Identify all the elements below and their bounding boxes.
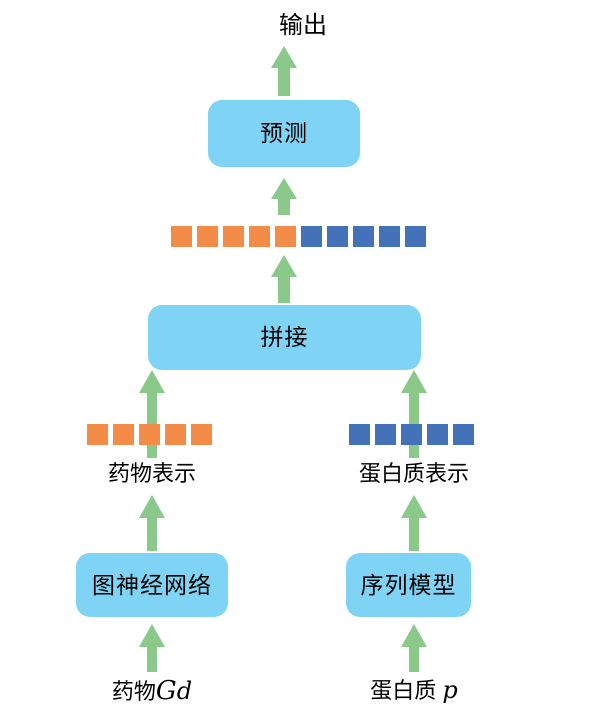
vector-cell xyxy=(113,424,134,445)
vector-cell xyxy=(191,424,212,445)
arrow-gnn-to-drugvector xyxy=(139,495,165,551)
vector-cell xyxy=(349,424,370,445)
vector-cell xyxy=(301,226,322,247)
vector-cell xyxy=(139,424,160,445)
protein-representation-label-text: 蛋白质表示 xyxy=(358,461,469,486)
concat-node-label: 拼接 xyxy=(260,324,309,350)
concatenated-feature-vector xyxy=(171,226,426,247)
drug-feature-vector xyxy=(87,424,212,445)
arrow-concat-to-concatvector xyxy=(271,255,297,303)
drug-representation-label: 药物表示 xyxy=(52,463,252,485)
gnn-node-label: 图神经网络 xyxy=(92,571,212,598)
prediction-node[interactable]: 预测 xyxy=(208,100,360,167)
drug-input-subscript: d xyxy=(176,677,193,705)
vector-cell xyxy=(453,424,474,445)
vector-cell xyxy=(197,226,218,247)
drug-representation-label-text: 药物表示 xyxy=(107,461,196,486)
arrow-drugvector-to-concat xyxy=(139,370,165,458)
sequence-model-node-label: 序列模型 xyxy=(360,571,457,598)
vector-cell xyxy=(165,424,186,445)
protein-input-prefix-text: 蛋白质 xyxy=(370,678,437,703)
vector-cell xyxy=(401,424,422,445)
output-label-text: 输出 xyxy=(279,12,327,39)
protein-representation-label: 蛋白质表示 xyxy=(314,463,514,485)
protein-input-symbol: p xyxy=(442,676,458,704)
drug-input-prefix-text: 药物 xyxy=(111,679,156,704)
protein-feature-vector xyxy=(349,424,474,445)
arrow-druginput-to-gnn xyxy=(139,624,165,672)
gnn-node[interactable]: 图神经网络 xyxy=(76,553,228,617)
vector-cell xyxy=(327,226,348,247)
vector-cell xyxy=(87,424,108,445)
drug-input-label: 药物Gd xyxy=(52,678,252,704)
arrow-seqmodel-to-proteinvector xyxy=(401,495,427,551)
vector-cell xyxy=(375,424,396,445)
vector-cell xyxy=(223,226,244,247)
vector-cell xyxy=(405,226,426,247)
arrow-proteininput-to-seqmodel xyxy=(401,624,427,672)
vector-cell xyxy=(249,226,270,247)
prediction-node-label: 预测 xyxy=(260,120,308,146)
vector-cell xyxy=(427,424,448,445)
arrow-prediction-to-output xyxy=(271,46,297,96)
drug-input-symbol: G xyxy=(155,676,177,706)
vector-cell xyxy=(379,226,400,247)
sequence-model-node[interactable]: 序列模型 xyxy=(346,553,471,617)
concat-node[interactable]: 拼接 xyxy=(148,305,421,370)
output-label: 输出 xyxy=(0,14,606,38)
arrow-proteinvector-to-concat xyxy=(401,370,427,458)
vector-cell xyxy=(171,226,192,247)
arrow-concatvector-to-prediction xyxy=(271,178,297,215)
vector-cell xyxy=(275,226,296,247)
vector-cell xyxy=(353,226,374,247)
